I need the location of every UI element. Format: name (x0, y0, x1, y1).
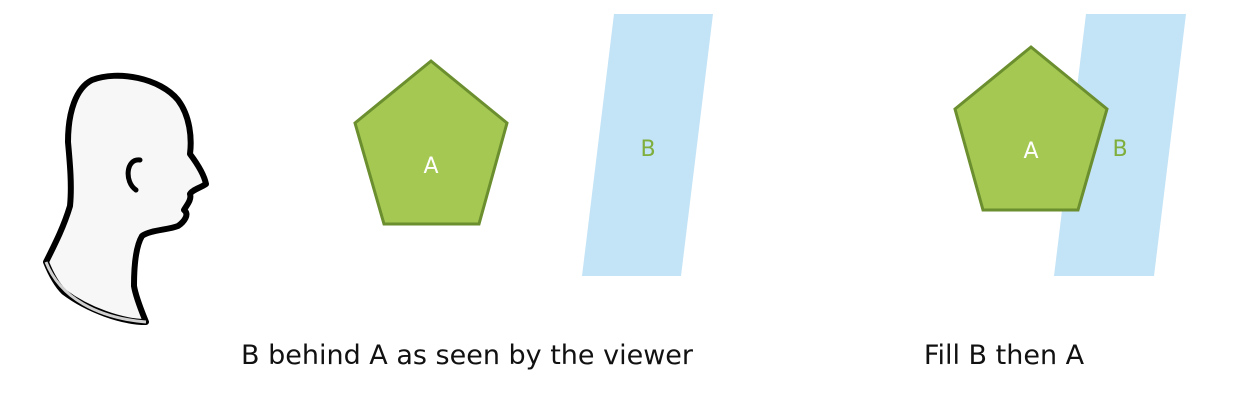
shape-b-label: B (640, 137, 655, 162)
right-scene: B A Fill B then A (924, 14, 1186, 371)
shape-a-label: A (423, 154, 438, 179)
shape-a-pentagon (353, 59, 509, 226)
shape-b-label: B (1112, 137, 1127, 162)
viewer-head (43, 72, 209, 325)
left-caption: B behind A as seen by the viewer (241, 340, 694, 371)
right-caption: Fill B then A (924, 340, 1085, 371)
head-profile-icon (43, 72, 209, 325)
shape-a-pentagon (953, 45, 1109, 212)
shape-a-label: A (1023, 139, 1038, 164)
head-ear-icon (125, 157, 143, 193)
head-neck-edge (44, 261, 147, 324)
left-scene: B A B behind A as seen by the viewer (241, 14, 713, 371)
shape-b-parallelogram (1054, 14, 1186, 276)
shape-b-parallelogram (582, 14, 713, 276)
